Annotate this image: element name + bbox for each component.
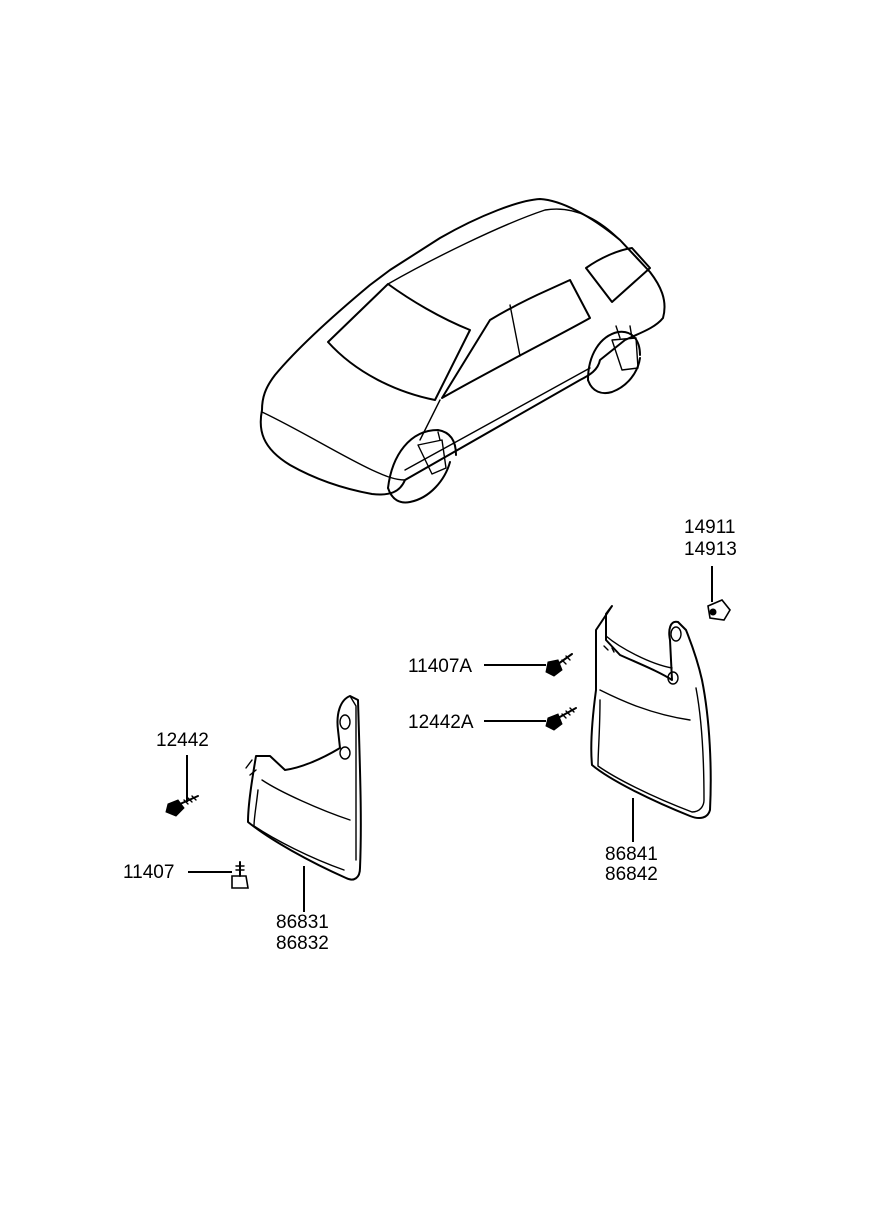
label-86842: 86842 (605, 864, 658, 885)
label-14911: 14911 (684, 517, 735, 538)
label-12442: 12442 (156, 730, 209, 751)
screw-tapping-a (545, 707, 577, 731)
front-mud-guard (245, 695, 362, 881)
bolt-flange (231, 861, 249, 889)
label-11407a: 11407A (408, 656, 472, 677)
leader-lines (186, 566, 713, 912)
part-labels: 14911 14913 11407A 12442A 86841 86842 12… (123, 517, 737, 954)
rear-mud-guard (590, 605, 712, 819)
label-86832: 86832 (276, 933, 329, 954)
clip-nut (707, 599, 731, 621)
label-86831: 86831 (276, 912, 329, 933)
label-14913: 14913 (684, 539, 737, 560)
bolt-flange-a (545, 653, 573, 677)
vehicle-illustration (259, 198, 666, 504)
label-12442a: 12442A (408, 712, 474, 733)
label-86841: 86841 (605, 844, 658, 865)
screw-tapping (165, 795, 199, 817)
label-11407: 11407 (123, 862, 174, 883)
